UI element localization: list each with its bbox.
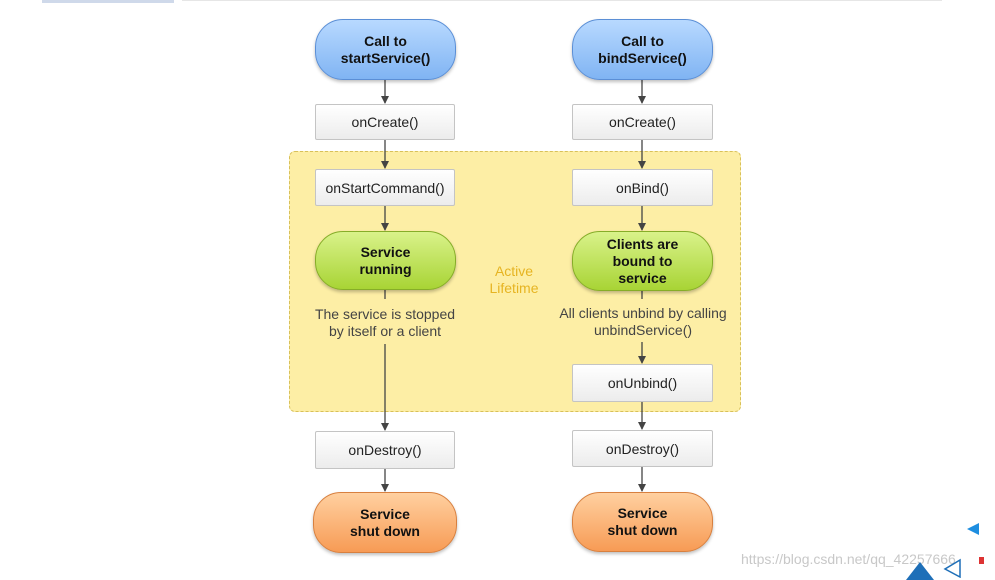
clients-bound-node: Clients are bound to service [572,231,713,291]
note-line: The service is stopped [314,306,456,322]
note-line: All clients unbind by calling [559,305,727,321]
play-left-icon[interactable] [966,522,980,536]
node-label-line: Call to [621,32,664,49]
note-line: unbindService() [593,322,693,338]
onbind-node: onBind() [572,169,713,206]
call-bindservice-node: Call to bindService() [572,19,713,80]
triangle-up-icon [906,562,934,580]
active-lifetime-line: Lifetime [489,280,539,296]
node-label-line: shut down [350,522,420,539]
node-label-line: Call to [364,32,407,49]
node-label-line: shut down [607,522,678,538]
triangle-outline-icon [943,558,961,578]
stop-note: The service is stopped by itself or a cl… [305,306,465,340]
node-label-line: Service [617,505,668,521]
service-shutdown-node-right: Service shut down [572,492,713,552]
node-label-line: service [618,269,667,286]
onstartcommand-node: onStartCommand() [315,169,455,206]
call-startservice-node: Call to startService() [315,19,456,80]
note-line: by itself or a client [328,323,442,339]
node-label-line: Service [360,505,410,522]
ondestroy-node-left: onDestroy() [315,431,455,469]
service-running-node: Service running [315,231,456,290]
red-marker-icon [979,557,984,564]
service-shutdown-node-left: Service shut down [313,492,457,553]
node-label-line: Clients are [606,235,679,252]
node-label-line: Service [360,243,411,260]
node-label-line: bindService() [598,49,687,66]
active-lifetime-label: Active Lifetime [474,263,554,297]
top-bar-fragment [42,0,174,3]
unbind-note: All clients unbind by calling unbindServ… [552,305,734,339]
watermark-text: https://blog.csdn.net/qq_42257666 [741,551,956,567]
oncreate-node-left: onCreate() [315,104,455,140]
active-lifetime-line: Active [494,263,534,279]
ondestroy-node-right: onDestroy() [572,430,713,467]
node-label-line: bound to [612,252,673,269]
top-divider [182,0,942,1]
oncreate-node-right: onCreate() [572,104,713,140]
node-label-line: startService() [340,49,431,66]
onunbind-node: onUnbind() [572,364,713,402]
node-label-line: running [359,260,412,277]
